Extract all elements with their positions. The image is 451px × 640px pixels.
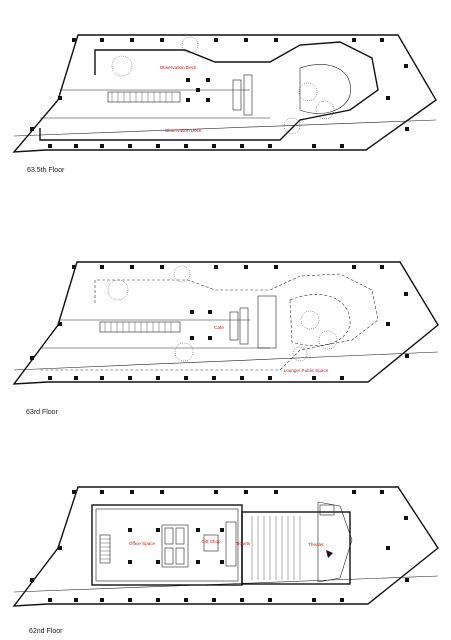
tree-icon [107, 279, 129, 301]
stair [99, 534, 111, 564]
core-outline-dashed [40, 273, 379, 371]
floor-title: 63rd Floor [26, 409, 59, 416]
tree-icon [181, 36, 199, 54]
room-label-office-space: Office Space [129, 541, 156, 546]
tree-icon [318, 330, 338, 350]
outer-wall [12, 261, 439, 385]
room-label-cafe: Cafe [214, 325, 224, 330]
tree-icon [111, 55, 133, 77]
room-label-observation-deck: Observation Deck [160, 65, 197, 70]
tree-icon [300, 310, 320, 330]
room-label-tickets: Tickets [236, 541, 251, 546]
core-wall [39, 41, 379, 141]
room-label-observation-deck: Observation Deck [165, 128, 202, 133]
room-label-gift-shop: Gift Shop [201, 539, 221, 544]
outer-wall [12, 486, 439, 607]
plan-63-5th-floor: Observation Deck Observation Deck 63.5th… [12, 34, 437, 174]
escalator [99, 321, 181, 333]
tree-icon [174, 342, 194, 362]
floor-title: 63.5th Floor [27, 167, 65, 174]
plan-63rd-floor: Cafe Lounge/ Public Space 63rd Floor [12, 261, 439, 416]
tree-icon [173, 265, 191, 283]
tree-icon [292, 346, 308, 362]
room-label-theater: Theater [308, 542, 324, 547]
room-label-lounge: Lounge/ Public Space [284, 368, 329, 373]
outer-wall [12, 34, 437, 153]
office-block [91, 504, 243, 586]
plan-62nd-floor: Office Space Gift Shop Tickets Theater 6… [12, 486, 439, 635]
floor-title: 62nd Floor [29, 628, 63, 635]
tree-icon [298, 82, 318, 102]
escalator [107, 91, 181, 103]
tree-icon [315, 100, 335, 120]
tree-icon [283, 117, 301, 135]
theater-seating [251, 516, 301, 580]
theater-block [241, 511, 351, 585]
